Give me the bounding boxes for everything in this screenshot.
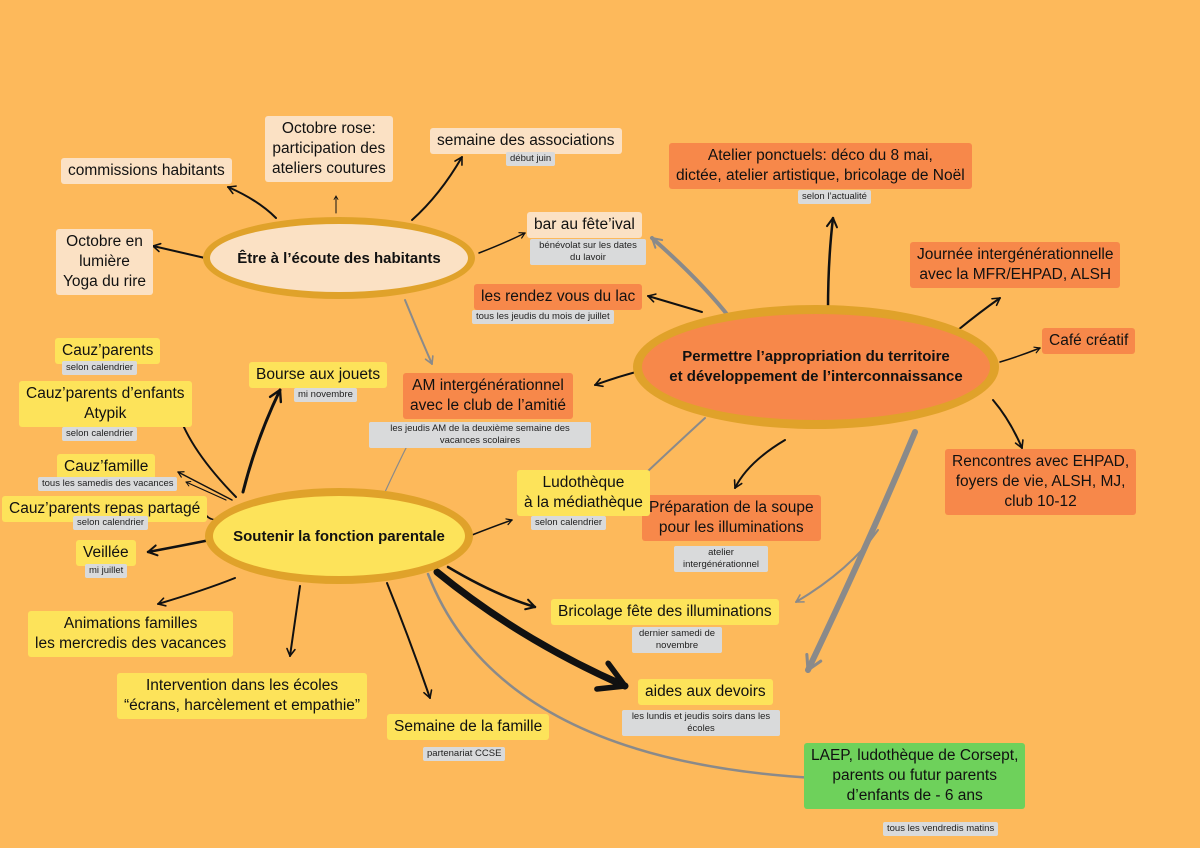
node-rendez-vous-lac: les rendez vous du lac [474, 284, 643, 310]
node-cafe-creatif: Café créatif [1042, 328, 1136, 354]
node-preparation-soupe: Préparation de la soupe pour les illumin… [642, 495, 821, 541]
arrow-to-intervention [286, 585, 301, 657]
arrow-to-octobre-lumiere [152, 242, 206, 259]
node-cauz-parents: Cauz’parents [55, 338, 161, 364]
note-am-intergenerationnel: les jeudis AM de la deuxième semaine des… [369, 422, 591, 448]
arrow-to-cauz-famille [177, 471, 233, 501]
note-laep-ludotheque-corsept: tous les vendredis matins [883, 822, 999, 836]
note-semaine-associations: début juin [506, 152, 556, 166]
arrow-to-commissions [227, 185, 277, 219]
arrow-to-semaine-famille [386, 582, 433, 699]
node-rencontres-ehpad: Rencontres avec EHPAD, foyers de vie, AL… [945, 449, 1137, 515]
hub-ecoute-habitants: Être à l’écoute des habitants [203, 217, 475, 299]
hub-fonction-parentale: Soutenir la fonction parentale [205, 488, 473, 584]
arrow-to-cauz-famille-alt [185, 481, 227, 501]
grey-arrow-to-am-from-parentale [384, 441, 410, 493]
node-octobre-lumiere: Octobre en lumière Yoga du rire [56, 229, 154, 295]
node-bricolage-illuminations: Bricolage fête des illuminations [551, 599, 779, 625]
note-ateliers-ponctuels: selon l’actualité [798, 190, 871, 204]
node-laep-ludotheque-corsept: LAEP, ludothèque de Corsept, parents ou … [804, 743, 1026, 809]
arrow-to-veillee [146, 538, 212, 557]
hub-ecoute-label: Être à l’écoute des habitants [237, 249, 441, 267]
arrow-to-bricolage [446, 565, 537, 611]
hub-appropriation-territoire: Permettre l’appropriation du territoire … [633, 305, 999, 429]
arrow-to-cafe [999, 346, 1041, 363]
arrow-to-devoirs [433, 568, 629, 692]
hub-territoire-label: Permettre l’appropriation du territoire … [669, 348, 963, 385]
note-cauz-famille: tous les samedis des vacances [38, 477, 178, 491]
note-rendez-vous-lac: tous les jeudis du mois de juillet [472, 310, 614, 324]
arrow-to-animations [157, 577, 236, 607]
node-octobre-rose: Octobre rose: participation des ateliers… [265, 116, 393, 182]
node-semaine-associations: semaine des associations [430, 128, 622, 154]
node-ludotheque-mediatheque: Ludothèque à la médiathèque [517, 470, 650, 516]
node-cauz-famille: Cauz’famille [57, 454, 156, 480]
grey-arrow-to-laep [426, 572, 817, 784]
note-bar-festival: bénévolat sur les dates du lavoir [530, 239, 646, 265]
node-animations-familles: Animations familles les mercredis des va… [28, 611, 234, 657]
grey-arrow-to-am [404, 299, 434, 365]
arrow-to-atelier [826, 216, 838, 312]
node-ateliers-ponctuels: Atelier ponctuels: déco du 8 mai, dictée… [669, 143, 972, 189]
note-preparation-soupe: atelier intergénérationnel [674, 546, 768, 572]
node-aides-aux-devoirs: aides aux devoirs [638, 679, 773, 705]
node-bourse-aux-jouets: Bourse aux jouets [249, 362, 388, 388]
note-cauz-repas-partage: selon calendrier [73, 516, 149, 530]
node-commissions-habitants: commissions habitants [61, 158, 232, 184]
arrow-to-rdv-lac [647, 293, 703, 313]
node-intervention-ecoles: Intervention dans les écoles “écrans, ha… [117, 673, 368, 719]
grey-arrow-to-bar [650, 236, 732, 320]
hub-parentale-label: Soutenir la fonction parentale [233, 527, 445, 545]
grey-arrow-to-devoirs [805, 429, 918, 673]
note-aides-aux-devoirs: les lundis et jeudis soirs dans les écol… [622, 710, 780, 736]
arrow-to-journee [957, 297, 1001, 331]
arrow-to-soupe [733, 439, 786, 489]
note-ludotheque-mediatheque: selon calendrier [531, 516, 607, 530]
arrow-to-am [594, 371, 637, 388]
arrow-to-bourse [241, 388, 283, 494]
arrow-to-rencontres [992, 399, 1024, 449]
note-cauz-parents: selon calendrier [62, 361, 138, 375]
note-bourse-aux-jouets: mi novembre [294, 388, 357, 402]
note-cauz-parents-atypik: selon calendrier [62, 427, 138, 441]
node-semaine-famille: Semaine de la famille [387, 714, 550, 740]
arrow-to-semaine-assoc [411, 156, 463, 221]
arrow-to-ludotheque [471, 518, 513, 536]
note-bricolage-illuminations: dernier samedi de novembre [632, 627, 722, 653]
node-cauz-parents-atypik: Cauz’parents d’enfants Atypik [19, 381, 192, 427]
arrow-to-bar [478, 232, 526, 254]
node-bar-festival: bar au fête’ival [527, 212, 642, 238]
node-am-intergenerationnel: AM intergénérationnel avec le club de l’… [403, 373, 573, 419]
note-veillee: mi juillet [85, 564, 128, 578]
node-veillee: Veillée [76, 540, 136, 566]
node-journee-intergenerationnelle: Journée intergénérationnelle avec la MFR… [910, 242, 1121, 288]
note-semaine-famille: partenariat CCSE [423, 747, 506, 761]
